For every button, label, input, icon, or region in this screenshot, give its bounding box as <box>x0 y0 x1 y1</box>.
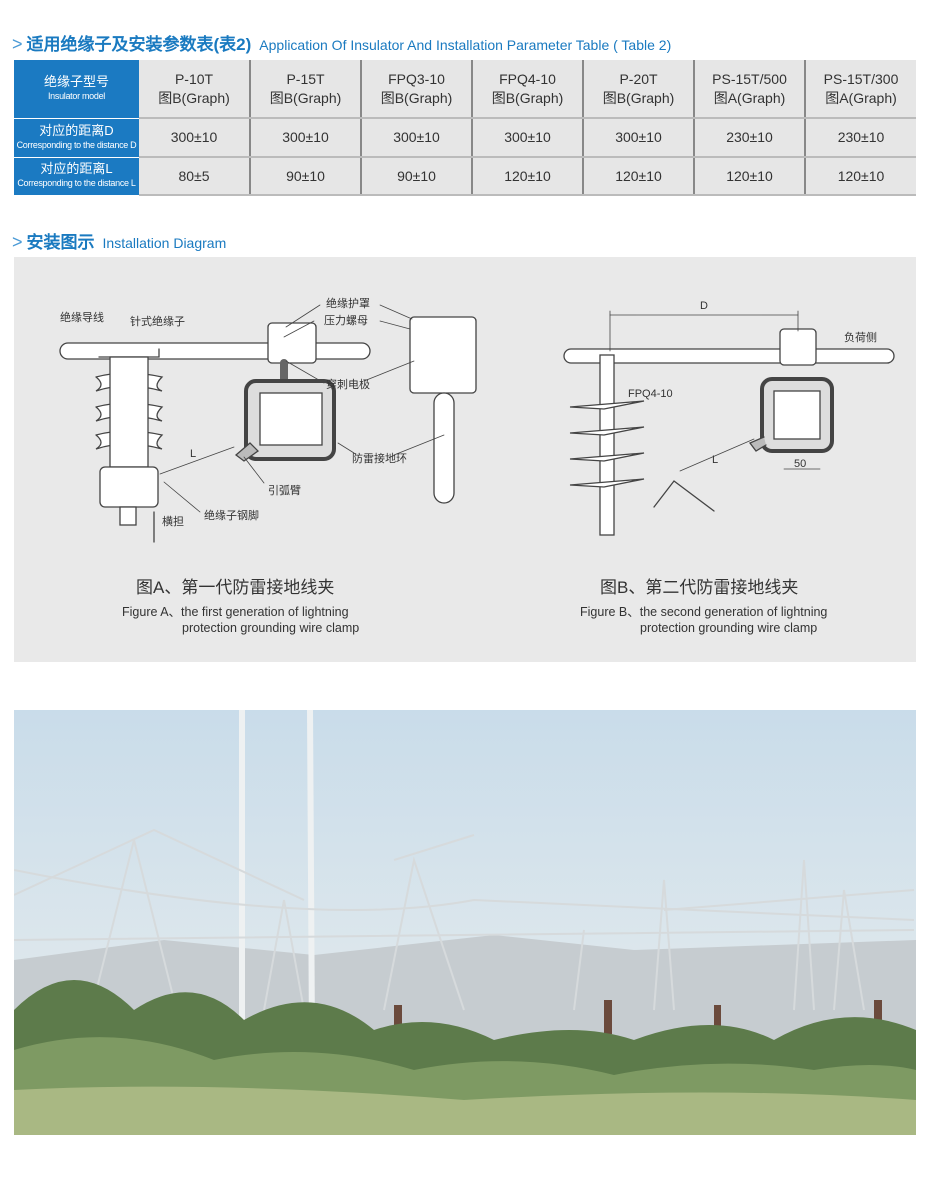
cell-d: 300±10 <box>170 129 218 145</box>
cell-model: P-20T <box>619 70 658 87</box>
cell-distance-l: 120±10 <box>583 157 695 196</box>
cell-l: 90±10 <box>286 167 325 184</box>
label-load-side: 负荷侧 <box>844 330 877 344</box>
cell-model: PS-15T/300 图A(Graph) <box>805 60 916 119</box>
installation-diagram: 绝缘导线 针式绝缘子 绝缘护罩 压力螺母 穿刺电极 防雷接地环 引弧臂 绝缘子钢… <box>59 296 895 543</box>
cell-distance-d: 300±10 <box>583 118 695 158</box>
cell-graph: 图A(Graph) <box>825 89 897 106</box>
label-insulated-wire: 绝缘导线 <box>60 310 104 324</box>
section-heading-diagram: > 安装图示 Installation Diagram <box>12 228 226 253</box>
cell-model: FPQ4-10 <box>499 70 556 87</box>
cell-distance-l: 90±10 <box>361 157 473 196</box>
cell-model: P-10T <box>174 70 214 87</box>
label-grounding-ring: 防雷接地环 <box>352 451 407 465</box>
cell-model: P-15T <box>286 70 325 87</box>
cell-model: PS-15T/300 <box>823 70 899 87</box>
cell-d: 300±10 <box>615 129 662 145</box>
cell-graph: 图B(Graph) <box>491 89 564 106</box>
heading-en: Application Of Insulator And Installatio… <box>259 37 672 53</box>
cell-model: PS-15T/500 图A(Graph) <box>694 60 806 119</box>
figure-b-drawing <box>563 328 895 536</box>
cell-model: FPQ3-10 <box>388 70 445 87</box>
cell-distance-l: 80±5 <box>139 157 251 196</box>
cell-l: 120±10 <box>837 167 885 184</box>
cell-d: 230±10 <box>837 129 885 145</box>
cell-l: 120±10 <box>615 167 662 184</box>
cell-graph: 图B(Graph) <box>158 89 230 106</box>
label-insulating-cover: 绝缘护罩 <box>326 296 370 310</box>
cell-model: P-20T 图B(Graph) <box>583 60 695 119</box>
label-arc-arm: 引弧臂 <box>268 483 301 497</box>
heading-cn: 安装图示 <box>26 233 95 252</box>
cell-d: 300±10 <box>282 129 329 145</box>
cell-distance-d: 300±10 <box>139 118 251 158</box>
cell-graph: 图A(Graph) <box>713 89 786 106</box>
cell-l: 80±5 <box>178 167 210 184</box>
label-d: D <box>700 300 708 312</box>
label-pressure-nut: 压力螺母 <box>324 314 368 327</box>
cell-distance-d: 230±10 <box>694 118 806 158</box>
cell-model: PS-15T/500 <box>712 70 787 87</box>
cell-d: 300±10 <box>504 129 551 145</box>
label-l: L <box>190 448 196 460</box>
cell-distance-l: 90±10 <box>250 157 362 196</box>
cell-distance-d: 300±10 <box>250 118 362 158</box>
cell-distance-l: 120±10 <box>694 157 806 196</box>
chevron-right-icon: > <box>12 232 23 252</box>
installation-diagram-panel: 绝缘导线 针式绝缘子 绝缘护罩 压力螺母 穿刺电极 防雷接地环 引弧臂 绝缘子钢… <box>14 257 916 662</box>
cell-graph: 图B(Graph) <box>269 89 342 106</box>
label-fpq4-10: FPQ4-10 <box>628 388 673 400</box>
cell-distance-l: 120±10 <box>472 157 584 196</box>
chevron-right-icon: > <box>12 34 23 54</box>
cell-distance-d: 300±10 <box>361 118 473 158</box>
substation-photo <box>14 710 916 1135</box>
cell-distance-l: 120±10 <box>805 157 916 196</box>
figure-a-drawing <box>59 316 477 543</box>
label-dim-50: 50 <box>794 458 806 470</box>
heading-en: Installation Diagram <box>102 235 227 251</box>
label-cross-arm: 横担 <box>162 514 184 528</box>
heading-cn: 适用绝缘子及安装参数表(表2) <box>26 35 252 54</box>
cell-l: 120±10 <box>726 167 773 184</box>
label-steel-foot: 绝缘子钢脚 <box>204 508 259 522</box>
cell-model: P-15T 图B(Graph) <box>250 60 362 119</box>
cell-model: P-10T 图B(Graph) <box>139 60 251 119</box>
figure-a-caption: 图A、第一代防雷接地线夹 Figure A、the first generati… <box>122 578 360 635</box>
label-l-b: L <box>712 454 718 466</box>
cell-graph: 图B(Graph) <box>602 89 675 106</box>
figure-b-caption: 图B、第二代防雷接地线夹 Figure B、the second generat… <box>580 578 828 635</box>
cell-graph: 图B(Graph) <box>380 89 453 106</box>
cell-d: 230±10 <box>726 129 773 145</box>
cell-distance-d: 300±10 <box>472 118 584 158</box>
cell-distance-d: 230±10 <box>805 118 916 158</box>
cell-l: 90±10 <box>397 167 436 184</box>
cell-model: FPQ4-10 图B(Graph) <box>472 60 584 119</box>
substation-illustration <box>14 710 916 1135</box>
cell-d: 300±10 <box>393 129 440 145</box>
label-piercing-electrode: 穿刺电极 <box>326 377 370 391</box>
section-heading-table: > 适用绝缘子及安装参数表(表2) Application Of Insulat… <box>12 30 671 55</box>
cell-l: 120±10 <box>504 167 551 184</box>
label-pin-insulator: 针式绝缘子 <box>130 314 185 328</box>
cell-model: FPQ3-10 图B(Graph) <box>361 60 473 119</box>
